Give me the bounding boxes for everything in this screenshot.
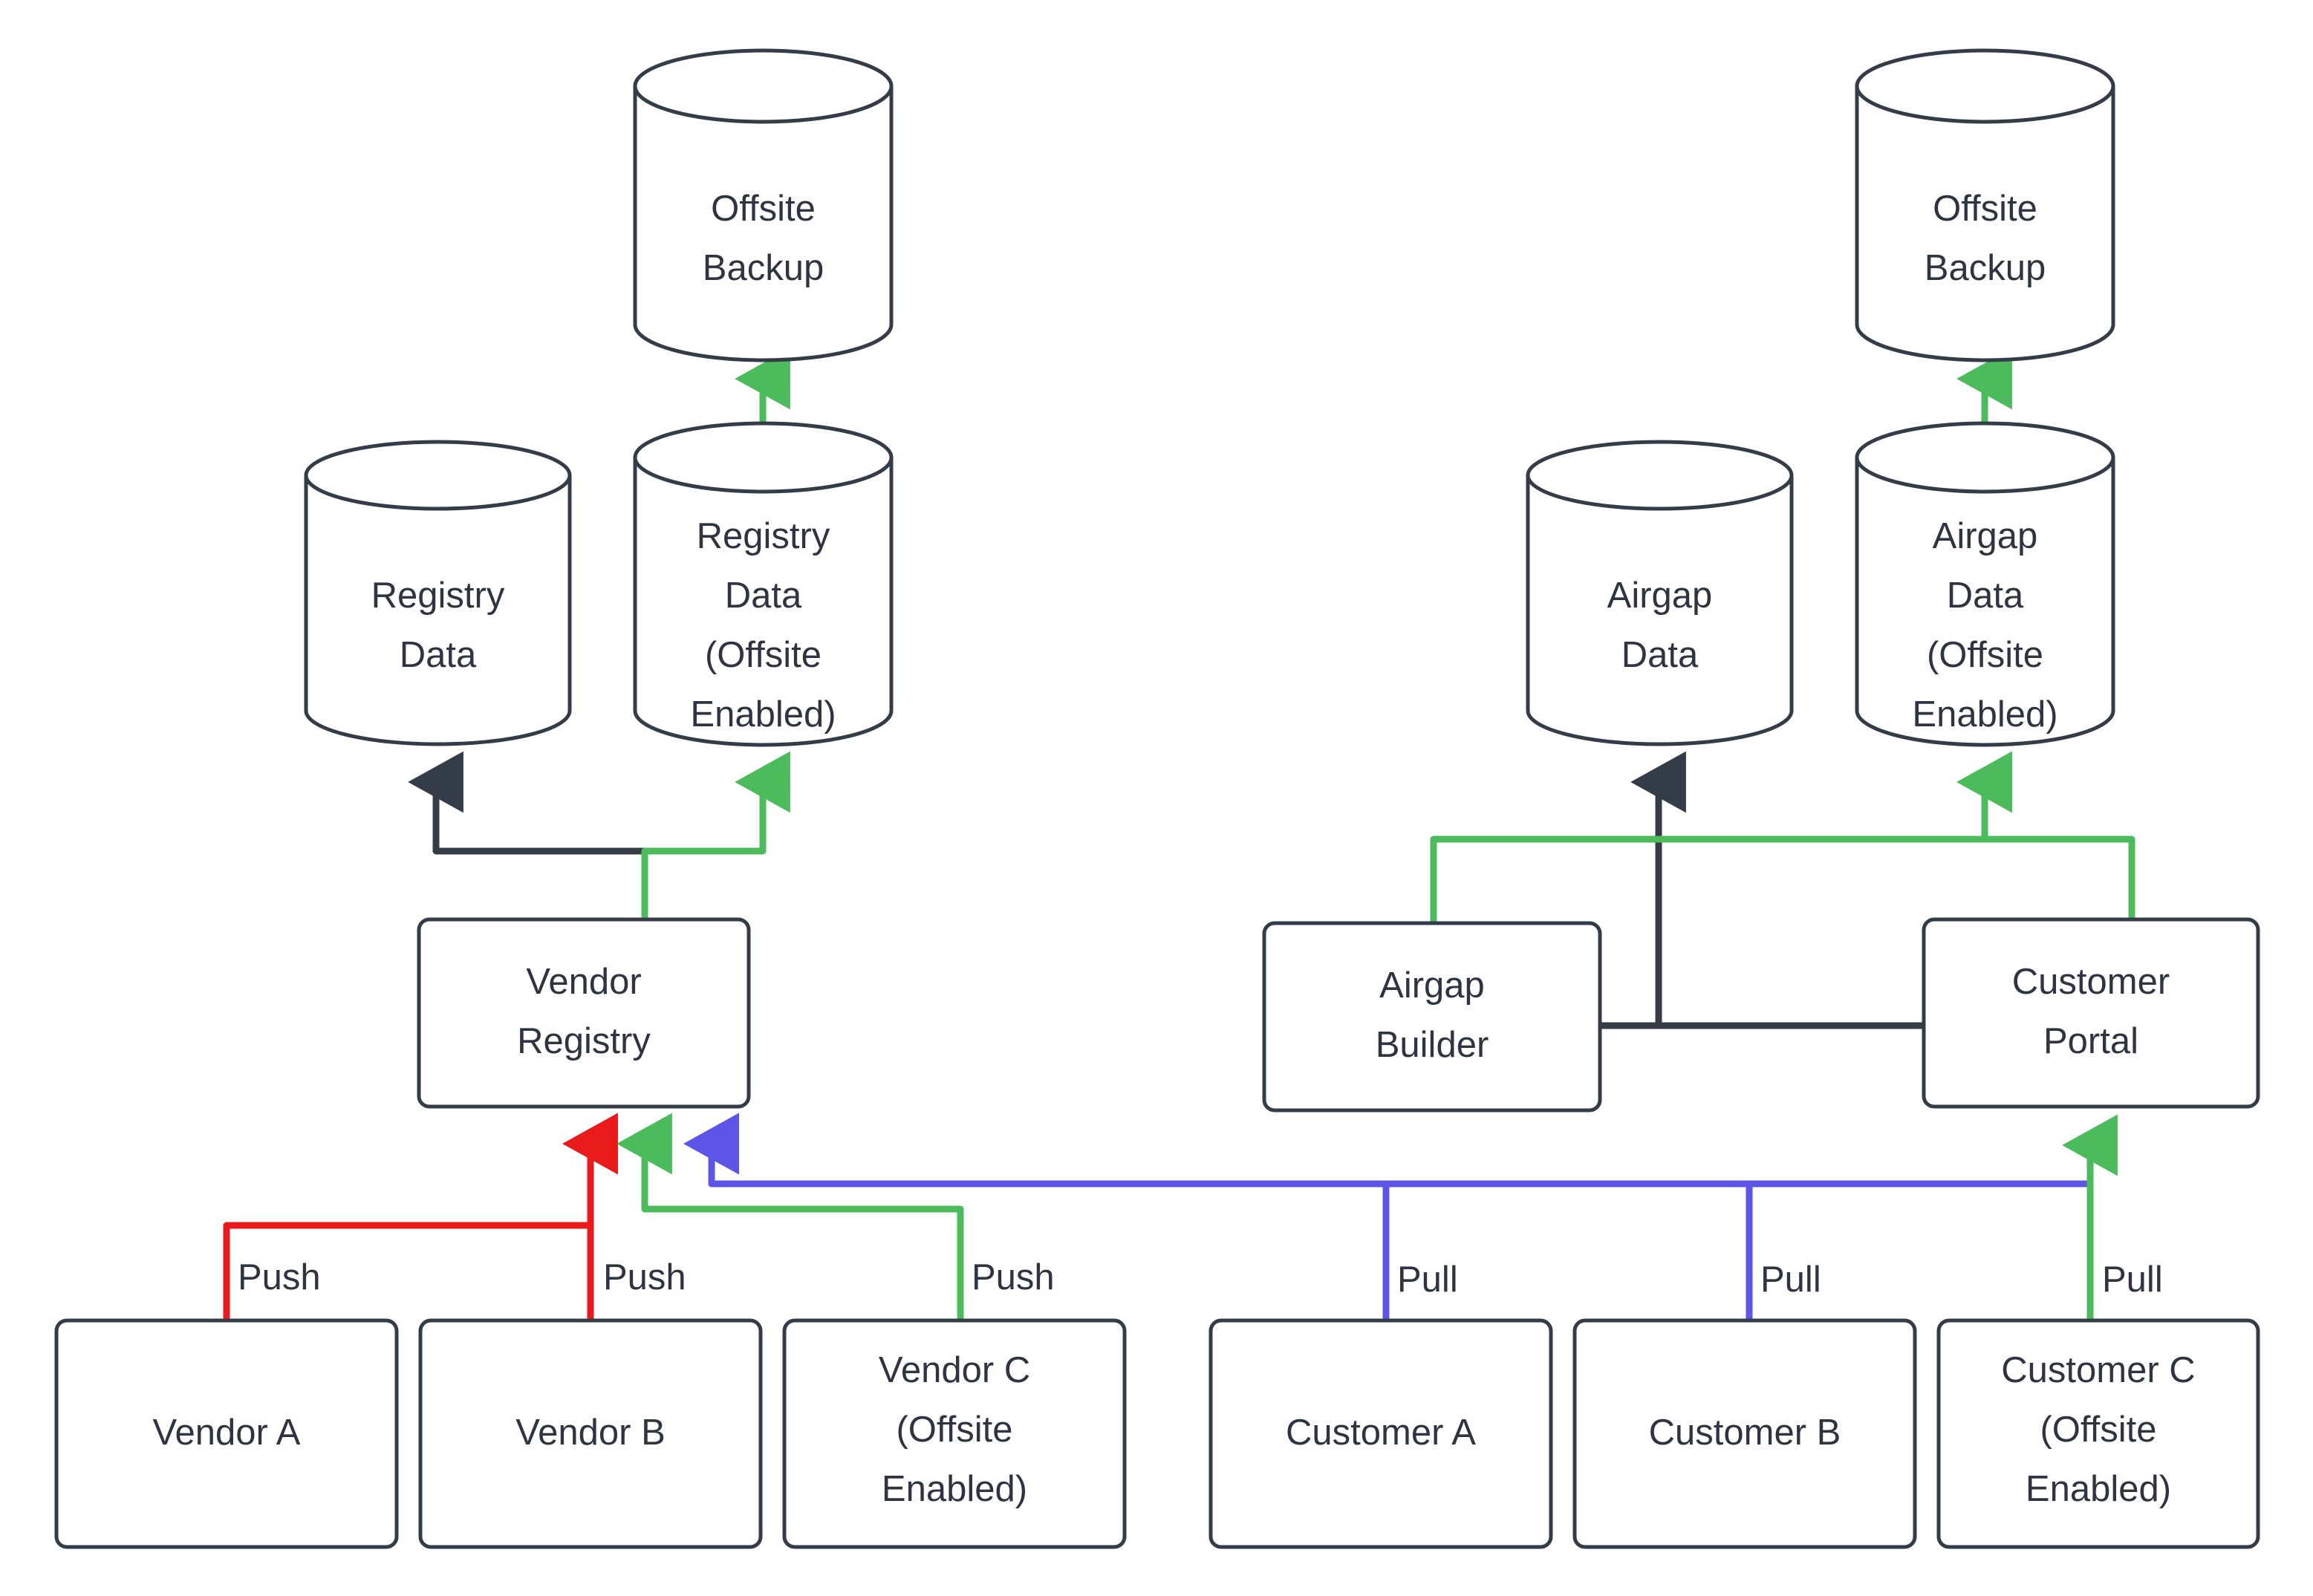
vendor-a-label-line-0: Vendor A bbox=[153, 1413, 301, 1453]
registry-data-label-line-0: Registry bbox=[371, 576, 505, 616]
airgap-data-offsite-label-line-0: Airgap bbox=[1933, 516, 2038, 556]
node-airgap-builder[interactable]: Airgap Builder bbox=[1262, 921, 1602, 1113]
offsite-backup-right-label-line-1: Backup bbox=[1925, 248, 2046, 288]
vendor-c-label-line-0: Vendor C bbox=[879, 1350, 1030, 1390]
edge-layer bbox=[223, 348, 2135, 1322]
node-customer-a[interactable]: Customer A bbox=[1208, 1318, 1553, 1549]
edge-label-vendor-c-push: Push bbox=[972, 1257, 1055, 1297]
node-customer-b[interactable]: Customer B bbox=[1572, 1318, 1917, 1549]
customer-c-label-line-1: (Offsite bbox=[2040, 1410, 2156, 1450]
registry-data-offsite-label-line-3: Enabled) bbox=[690, 694, 836, 735]
edge-label-vendor-a-push: Push bbox=[238, 1257, 321, 1297]
node-customer-portal[interactable]: Customer Portal bbox=[1922, 917, 2260, 1109]
edge-vendor-registry-to-registry-offsite bbox=[641, 751, 790, 921]
node-airgap-data-offsite[interactable]: Airgap Data (Offsite Enabled) bbox=[1855, 421, 2115, 747]
airgap-data-label-line-1: Data bbox=[1621, 635, 1699, 675]
registry-data-offsite-label-line-1: Data bbox=[725, 576, 802, 616]
edge-label-layer: Push Push Push Pull Pull Pull bbox=[238, 1257, 2163, 1300]
airgap-data-offsite-label-line-2: (Offsite bbox=[1927, 635, 2043, 675]
offsite-backup-right-label-line-0: Offsite bbox=[1933, 189, 2037, 229]
customer-c-label-line-0: Customer C bbox=[2001, 1350, 2195, 1390]
edge-customer-portal-to-airgap-data bbox=[1630, 751, 1926, 1029]
edge-vendor-registry-to-registry-data bbox=[408, 751, 648, 921]
customer-portal-label-line-1: Portal bbox=[2043, 1021, 2138, 1061]
edge-customer-portal-to-airgap-offsite bbox=[1956, 751, 2135, 920]
edge-label-customer-c-pull: Pull bbox=[2102, 1260, 2163, 1300]
node-offsite-backup-left[interactable]: Offsite Backup bbox=[633, 48, 894, 362]
offsite-backup-left-label-line-1: Backup bbox=[703, 248, 824, 288]
offsite-backup-left-label-line-0: Offsite bbox=[711, 189, 816, 229]
edge-airgap-builder-to-airgap-offsite bbox=[1430, 751, 2012, 925]
edge-label-customer-a-pull: Pull bbox=[1397, 1260, 1458, 1300]
node-registry-data-offsite[interactable]: Registry Data (Offsite Enabled) bbox=[633, 421, 894, 747]
edge-vendor-c-push bbox=[617, 1113, 964, 1322]
node-airgap-data[interactable]: Airgap Data bbox=[1526, 440, 1794, 746]
vendor-registry-label-line-0: Vendor bbox=[526, 962, 641, 1002]
airgap-builder-label-line-1: Builder bbox=[1376, 1025, 1489, 1065]
customer-c-label-line-2: Enabled) bbox=[2026, 1469, 2171, 1509]
customer-b-label-line-0: Customer B bbox=[1649, 1413, 1841, 1453]
registry-data-offsite-label-line-0: Registry bbox=[697, 516, 830, 556]
node-registry-data[interactable]: Registry Data bbox=[304, 440, 572, 746]
vendor-b-label-line-0: Vendor B bbox=[515, 1413, 666, 1453]
node-vendor-a[interactable]: Vendor A bbox=[54, 1318, 399, 1549]
airgap-builder-label-line-0: Airgap bbox=[1379, 965, 1485, 1006]
customer-portal-label-line-0: Customer bbox=[2012, 962, 2170, 1002]
registry-data-label-line-1: Data bbox=[400, 635, 477, 675]
vendor-c-label-line-2: Enabled) bbox=[882, 1469, 1027, 1509]
node-vendor-b[interactable]: Vendor B bbox=[418, 1318, 763, 1549]
edge-label-customer-b-pull: Pull bbox=[1760, 1260, 1821, 1300]
customer-a-label-line-0: Customer A bbox=[1286, 1413, 1476, 1453]
node-vendor-c[interactable]: Vendor C (Offsite Enabled) bbox=[782, 1318, 1127, 1549]
airgap-data-offsite-label-line-3: Enabled) bbox=[1912, 694, 2057, 735]
edge-label-vendor-b-push: Push bbox=[603, 1257, 686, 1297]
airgap-data-offsite-label-line-1: Data bbox=[1947, 576, 2024, 616]
registry-data-offsite-label-line-2: (Offsite bbox=[705, 635, 822, 675]
node-customer-c[interactable]: Customer C (Offsite Enabled) bbox=[1936, 1318, 2260, 1549]
airgap-data-label-line-0: Airgap bbox=[1607, 576, 1713, 616]
vendor-c-label-line-1: (Offsite bbox=[896, 1410, 1012, 1450]
node-vendor-registry[interactable]: Vendor Registry bbox=[417, 917, 751, 1109]
vendor-registry-label-line-1: Registry bbox=[517, 1021, 651, 1061]
node-offsite-backup-right[interactable]: Offsite Backup bbox=[1855, 48, 2115, 362]
edge-customer-b-pull bbox=[683, 1113, 1753, 1322]
